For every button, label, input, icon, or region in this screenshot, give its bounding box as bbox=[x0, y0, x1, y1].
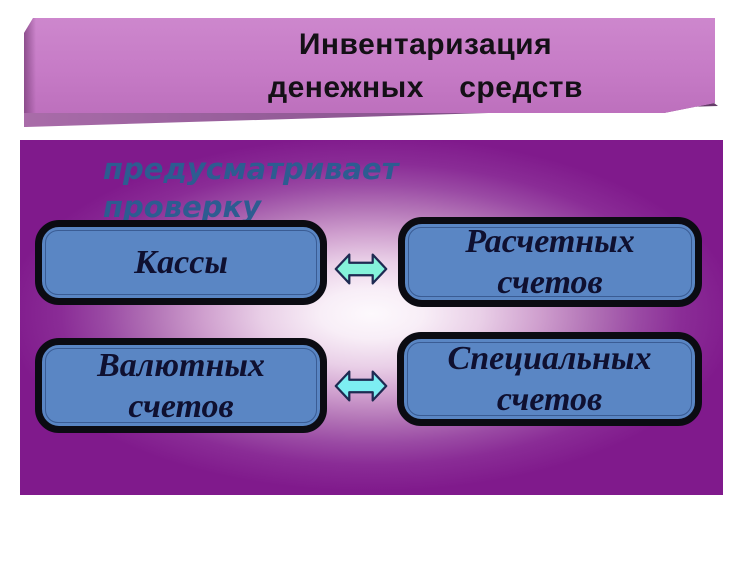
box-label: счетов bbox=[497, 264, 603, 301]
double-headed-arrow-icon bbox=[334, 366, 388, 406]
box-spetsialnykh-schetov: Специальных счетов bbox=[397, 332, 702, 426]
title-banner: Инвентаризация денежных средств bbox=[0, 0, 750, 130]
box-label: счетов bbox=[128, 387, 234, 425]
box-raschetnykh-schetov: Расчетных счетов bbox=[398, 217, 702, 307]
panel-subtitle: предусматривает проверку bbox=[103, 152, 399, 224]
slide-title-line-2: денежных средств bbox=[268, 70, 583, 104]
content-panel bbox=[20, 140, 723, 495]
double-headed-arrow-icon bbox=[334, 249, 388, 289]
box-label: Кассы bbox=[134, 244, 228, 281]
box-label: счетов bbox=[496, 381, 603, 418]
banner-face: Инвентаризация денежных средств bbox=[24, 18, 715, 113]
box-label: Расчетных bbox=[465, 223, 635, 260]
slide-title-line-1: Инвентаризация bbox=[298, 27, 553, 61]
box-label: Специальных bbox=[447, 340, 652, 377]
box-kassy: Кассы bbox=[35, 220, 327, 305]
box-label: Валютных bbox=[97, 346, 265, 384]
box-valyutnykh-schetov: Валютных счетов bbox=[35, 338, 327, 433]
